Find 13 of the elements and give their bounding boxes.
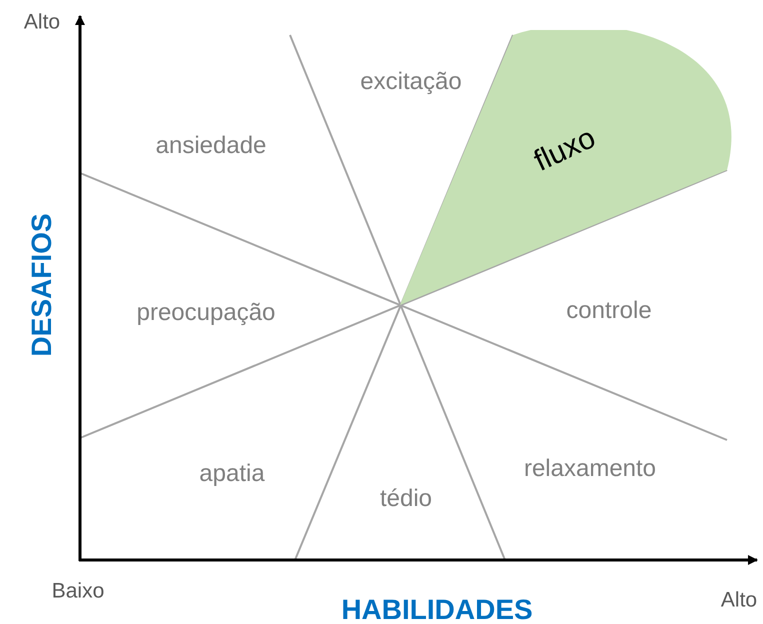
- region-label: relaxamento: [524, 457, 656, 481]
- axis-title: HABILIDADES: [341, 596, 533, 624]
- region-label: apatia: [199, 462, 265, 486]
- region-label: excitação: [360, 70, 462, 94]
- region-label: preocupação: [136, 301, 276, 325]
- region-label: ansiedade: [156, 134, 266, 158]
- axis-end-label: Baixo: [52, 580, 104, 602]
- region-label: controle: [566, 299, 652, 323]
- axis-end-label: Alto: [24, 12, 60, 32]
- region-label: fluxo: [530, 123, 600, 177]
- axis-end-label: Alto: [720, 590, 758, 610]
- axis-title: DESAFIOS: [28, 213, 56, 357]
- region-label: tédio: [380, 487, 432, 511]
